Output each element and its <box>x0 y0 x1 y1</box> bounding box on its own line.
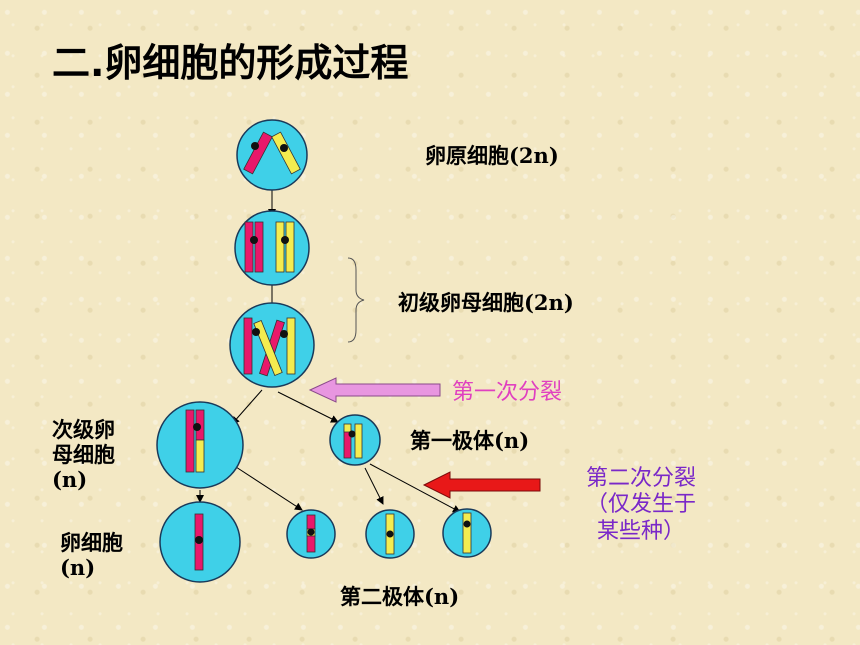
cell-second-polar-body-2 <box>365 509 415 559</box>
chromosome-red <box>243 131 273 175</box>
label-secondary-oocyte-line3: (n) <box>52 467 88 493</box>
label-oogonium: 卵原细胞(2n) <box>425 143 559 168</box>
connector-arrows <box>196 190 461 513</box>
label-secondary-oocyte: 次级卵 母细胞 (n) <box>52 417 115 493</box>
chromosome-yellow <box>275 221 285 273</box>
chromosome-red <box>254 221 264 273</box>
chromosome-yellow <box>286 317 296 375</box>
chromosome-yellow <box>271 131 301 175</box>
chromosome-yellow <box>343 423 352 433</box>
label-secondary-oocyte-line1: 次级卵 <box>52 417 115 442</box>
label-primary-oocyte: 初级卵母细胞(2n) <box>398 290 574 315</box>
label-second-division-note1: （仅发生于 <box>585 492 696 518</box>
arrow-first-division <box>308 377 441 403</box>
label-egg-line2: (n) <box>60 555 96 581</box>
chromosome-yellow <box>462 512 472 554</box>
cell-second-polar-body-3 <box>442 508 492 558</box>
label-first-division: 第一次分裂 <box>452 380 563 405</box>
chromosome-yellow <box>253 320 283 376</box>
cell-primary-oocyte-2 <box>229 302 315 388</box>
cell-secondary-oocyte <box>156 401 244 489</box>
label-egg: 卵细胞 (n) <box>60 530 123 580</box>
chromosome-red <box>306 514 316 530</box>
chromosome-yellow <box>195 439 205 473</box>
brace <box>347 257 365 343</box>
chromosome-yellow <box>285 221 295 273</box>
cell-second-polar-body-1 <box>286 509 336 559</box>
label-secondary-oocyte-line2: 母细胞 <box>52 442 115 468</box>
chromosome-red <box>306 535 316 553</box>
arrow-to-first-polar-body <box>277 391 339 423</box>
chromosome-red <box>243 317 253 375</box>
label-egg-line1: 卵细胞 <box>60 530 123 555</box>
label-second-division-note2: 某些种） <box>596 518 685 544</box>
chromosome-red <box>185 409 195 473</box>
label-first-polar-body: 第一极体(n) <box>410 428 530 453</box>
cell-first-polar-body <box>329 414 381 466</box>
arrow-to-second-polar-body-1 <box>235 466 303 511</box>
arrow-to-secondary-oocyte <box>231 389 263 425</box>
arrow-to-second-polar-body-3 <box>369 463 461 513</box>
page-title: 二.卵细胞的形成过程 <box>52 41 409 85</box>
chromosome-yellow <box>354 423 363 459</box>
cell-egg <box>159 501 241 583</box>
label-second-polar-body: 第二极体(n) <box>340 584 460 609</box>
arrow-to-second-polar-body-2 <box>364 467 384 505</box>
cell-oogonium <box>236 119 308 191</box>
chromosome-red <box>244 221 254 273</box>
label-second-division: 第二次分裂 （仅发生于 某些种） <box>566 466 716 545</box>
label-second-division-title: 第二次分裂 <box>585 466 696 491</box>
arrow-second-division <box>422 471 541 499</box>
cell-primary-oocyte-1 <box>234 210 310 286</box>
